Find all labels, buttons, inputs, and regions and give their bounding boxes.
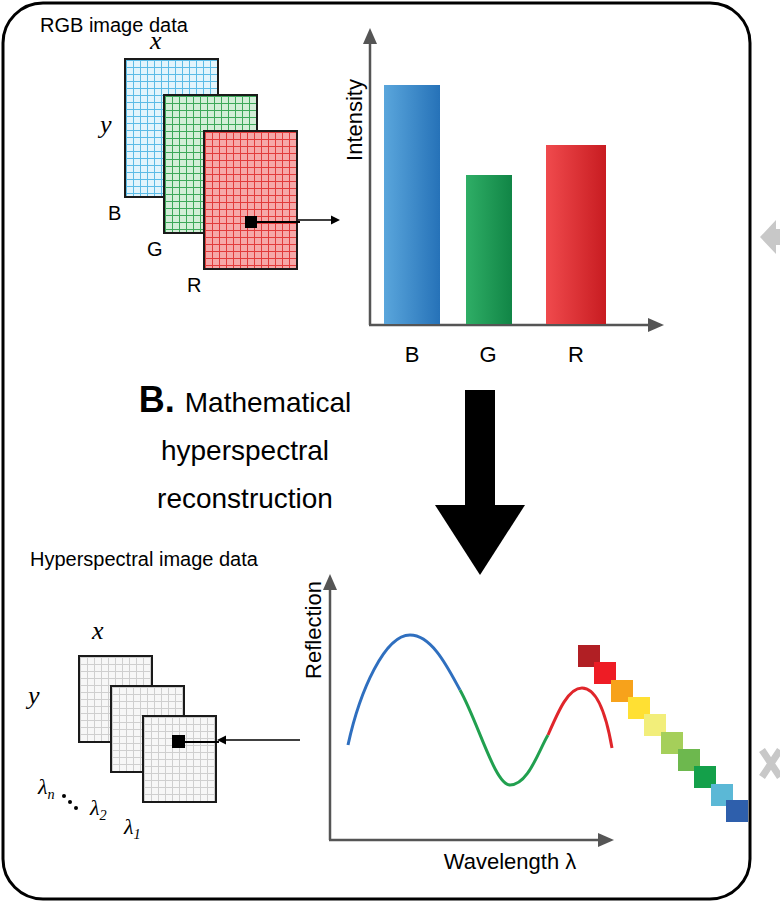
axis-label: G bbox=[479, 342, 496, 367]
axis-line bbox=[329, 588, 332, 840]
pixel-leader bbox=[185, 741, 219, 743]
stage-heading: B. bbox=[139, 379, 175, 420]
channel-label: G bbox=[147, 238, 163, 261]
section-title: RGB image data bbox=[40, 14, 188, 37]
side-arrow bbox=[760, 220, 780, 254]
image-channel-grid: R bbox=[203, 130, 298, 270]
bar bbox=[384, 85, 440, 324]
axis-label: R bbox=[568, 342, 584, 367]
bar-chart-axes bbox=[363, 28, 664, 332]
pixel-leader bbox=[257, 221, 300, 223]
pointer-arrow bbox=[217, 736, 300, 745]
spectral-band-frame: λ1 bbox=[142, 715, 217, 803]
spectrum-chart: ReflectionWavelength λ bbox=[300, 575, 625, 880]
channel-label: λn bbox=[38, 774, 55, 803]
axis-label: Wavelength λ bbox=[444, 849, 576, 874]
axis-symbol: x bbox=[92, 616, 104, 646]
arrowhead bbox=[217, 736, 226, 745]
dot bbox=[74, 806, 78, 810]
arrowhead bbox=[435, 505, 525, 575]
axis-arrowhead bbox=[598, 833, 614, 847]
pixel-marker bbox=[172, 735, 185, 748]
section-title: Hyperspectral image data bbox=[30, 548, 258, 571]
bar-chart: IntensityB G R bbox=[340, 25, 665, 390]
dot bbox=[68, 800, 72, 804]
axis-arrowhead bbox=[363, 28, 377, 44]
axis-label: B bbox=[405, 342, 420, 367]
spectrum-curve bbox=[460, 690, 548, 785]
spectrum-curve bbox=[548, 688, 612, 748]
panel-outline bbox=[3, 3, 750, 899]
channel-label: λ1 bbox=[124, 814, 141, 843]
axis-symbol: x bbox=[150, 26, 162, 56]
reflection-chart-axes bbox=[323, 574, 614, 847]
axis-symbol: y bbox=[100, 110, 112, 140]
axis-symbol: y bbox=[28, 681, 40, 711]
pointer-arrow bbox=[298, 216, 340, 225]
axis-line bbox=[369, 324, 650, 327]
side-arrow bbox=[762, 750, 780, 777]
wavelength-squares bbox=[578, 645, 748, 822]
channel-label: B bbox=[108, 202, 121, 225]
heading-block: B.Mathematical hyperspectral reconstruct… bbox=[85, 378, 405, 525]
bar bbox=[466, 175, 512, 324]
axis-arrowhead bbox=[648, 318, 664, 332]
axis-line bbox=[329, 839, 600, 842]
stage-heading: Mathematical hyperspectral reconstructio… bbox=[157, 387, 351, 514]
bar bbox=[546, 145, 606, 324]
arrow-line bbox=[298, 219, 331, 221]
axis-title: Reflection bbox=[301, 581, 326, 679]
arrow-line bbox=[226, 739, 300, 741]
channel-label: λ2 bbox=[90, 795, 107, 824]
ellipsis-dots bbox=[62, 794, 78, 810]
axis-title: Intensity bbox=[342, 79, 367, 161]
process-arrow bbox=[435, 390, 525, 575]
color-square bbox=[726, 800, 748, 822]
axis-line bbox=[369, 42, 372, 325]
spectrum-curve bbox=[348, 635, 460, 745]
dot bbox=[62, 794, 66, 798]
channel-label: R bbox=[187, 274, 201, 297]
pixel-marker bbox=[245, 216, 257, 228]
arrow-shaft bbox=[465, 390, 495, 505]
arrowhead bbox=[331, 216, 340, 225]
